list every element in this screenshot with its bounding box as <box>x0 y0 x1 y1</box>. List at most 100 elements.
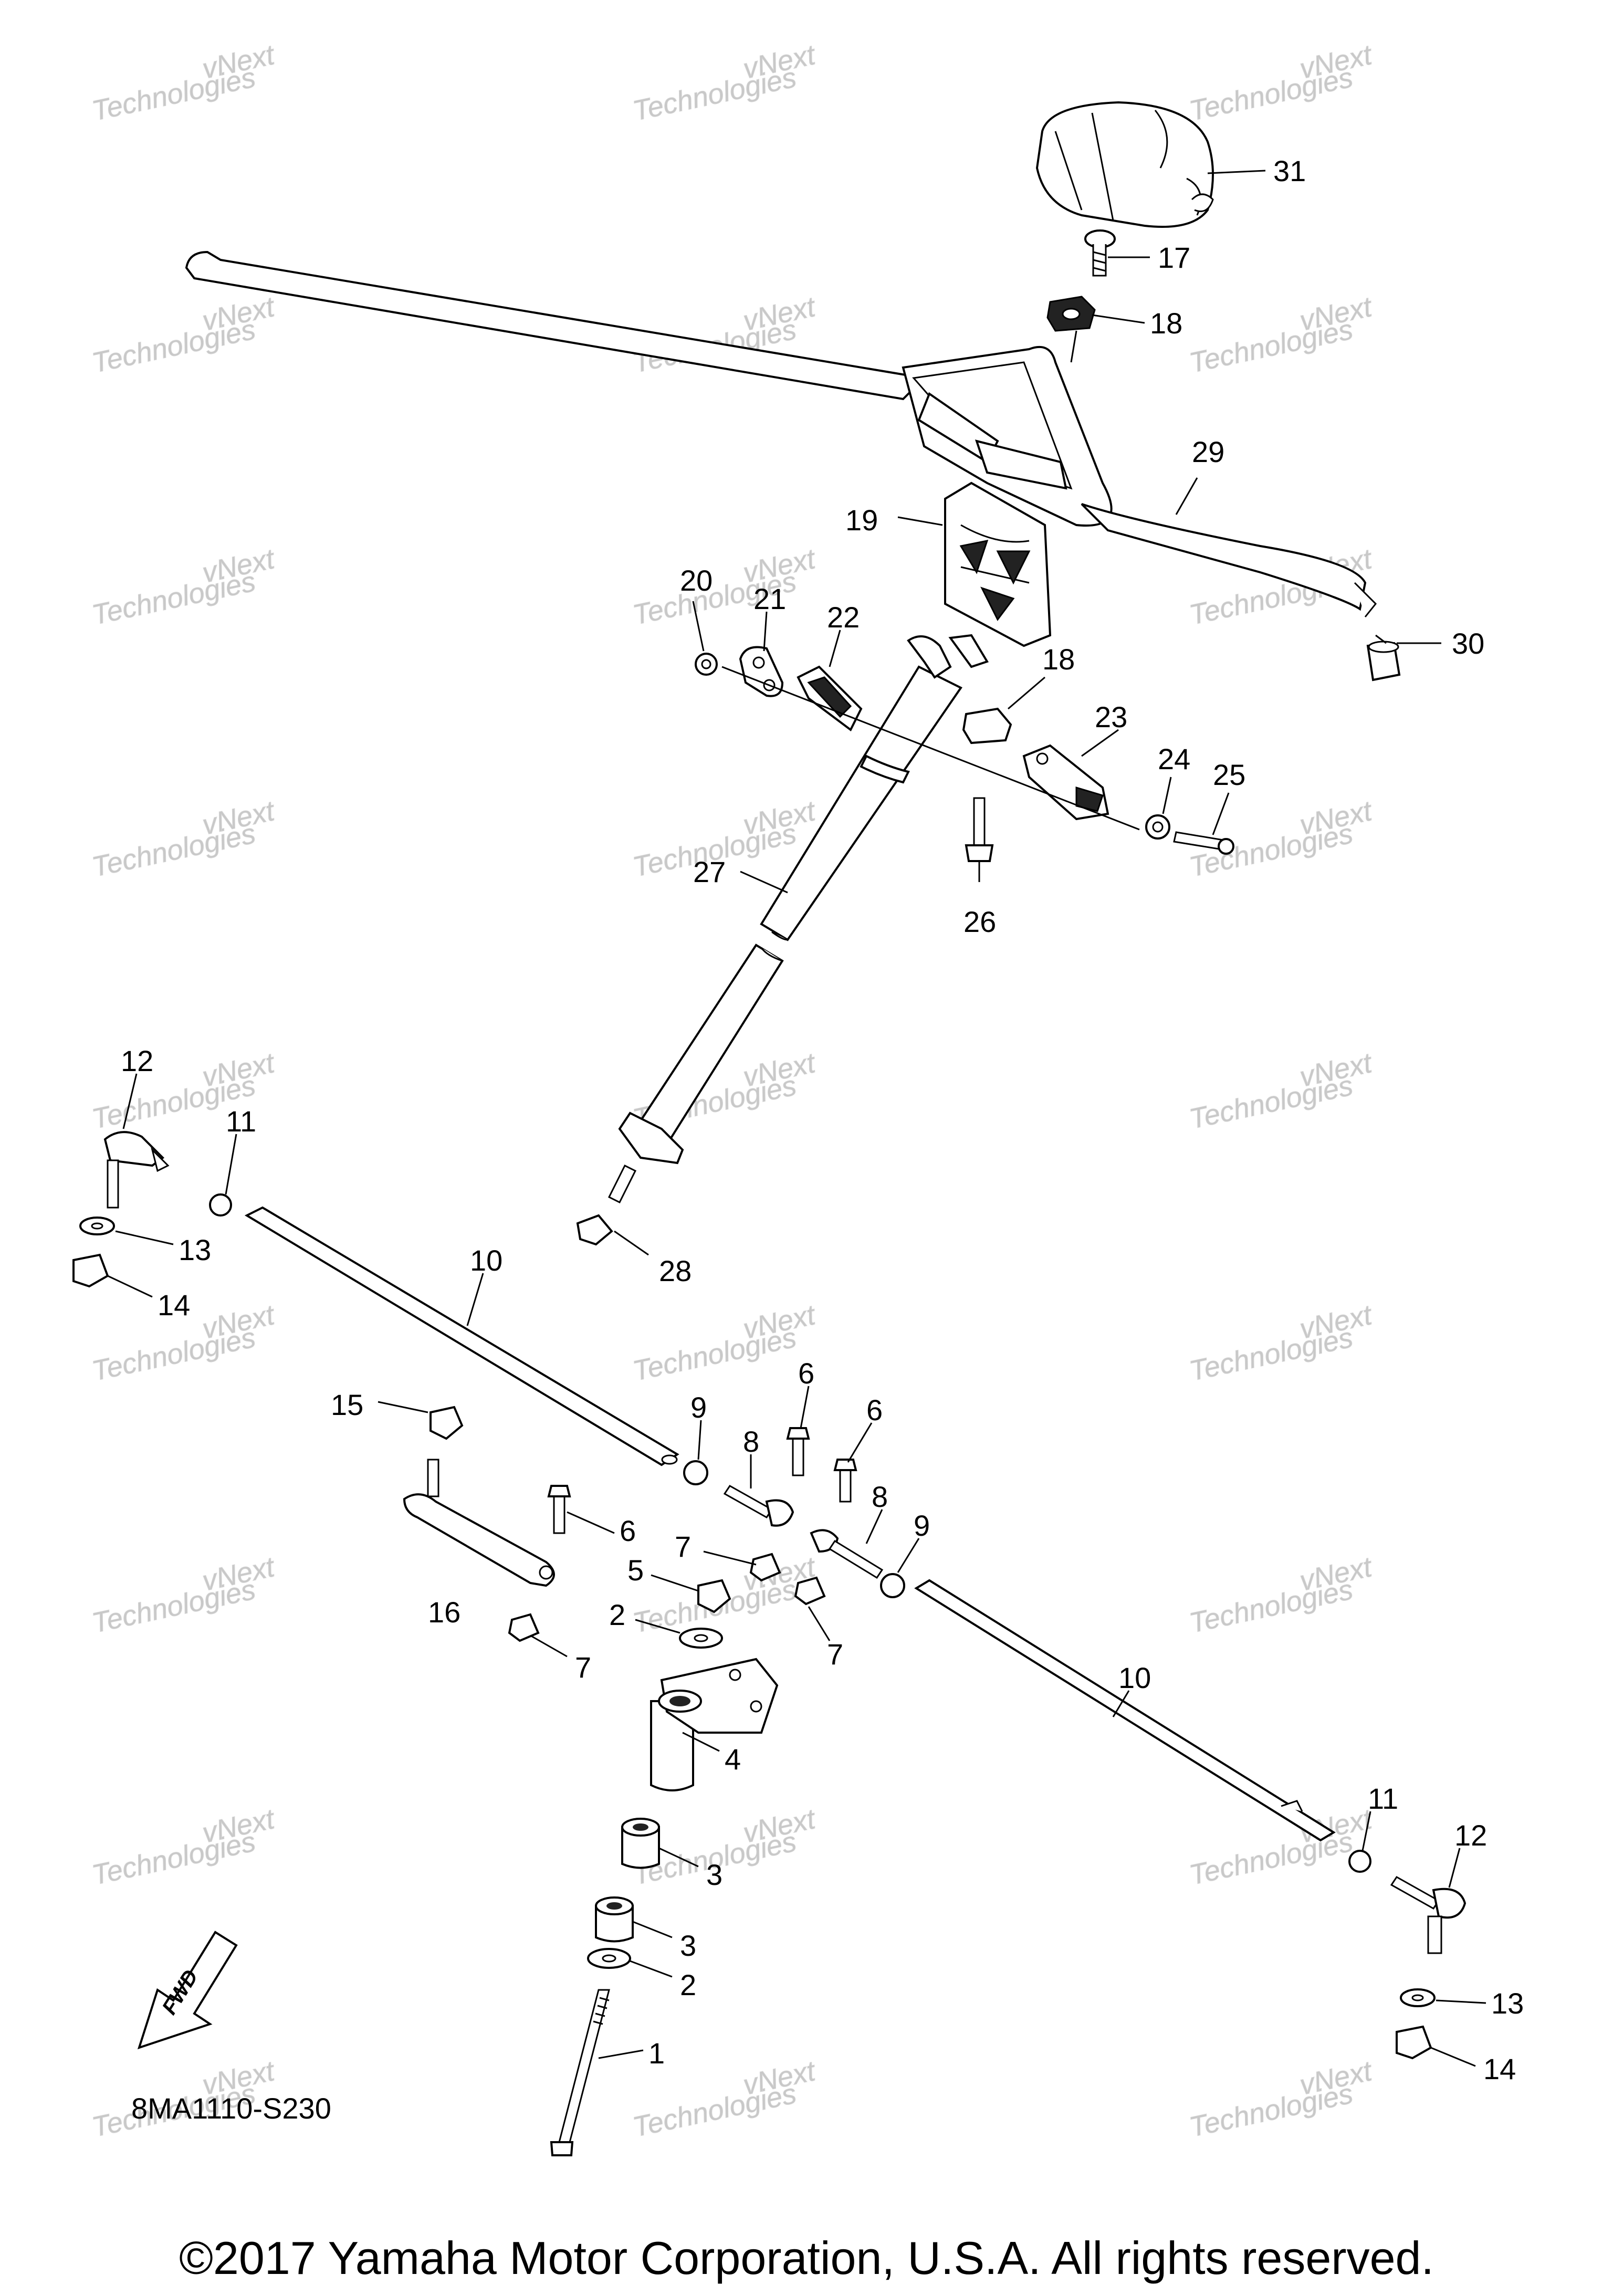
clamp-part-18-lower <box>962 707 1012 745</box>
watermark-line-2: Technologies <box>89 817 258 883</box>
tie-rod-part-10-right <box>914 1579 1336 1842</box>
watermark-line-2: Technologies <box>630 61 799 127</box>
bushing-part-3-upper <box>621 1818 660 1869</box>
callout-16: 16 <box>428 1596 460 1629</box>
nut-part-15 <box>430 1406 464 1440</box>
callout-26: 26 <box>963 905 996 938</box>
handlebar-cover-part-31 <box>1035 101 1214 228</box>
callout-20: 20 <box>680 564 713 597</box>
watermark-line-2: Technologies <box>1187 1070 1356 1135</box>
watermark-line-2: Technologies <box>1187 817 1356 883</box>
nut-part-9-left <box>683 1460 708 1485</box>
callout-3-lower: 3 <box>680 1929 696 1962</box>
handlebar-holder-part-19 <box>944 481 1052 647</box>
bolt-part-25 <box>1173 831 1234 855</box>
callout-14-right: 14 <box>1483 2052 1516 2085</box>
watermark-line-2: Technologies <box>1187 61 1356 127</box>
watermark-line-2: Technologies <box>1187 1574 1356 1639</box>
callout-9-right: 9 <box>914 1509 930 1542</box>
link-part-21 <box>739 646 784 697</box>
bolt-part-6-b <box>833 1459 857 1503</box>
bushing-part-3-lower <box>595 1896 634 1943</box>
nut-part-11-left <box>209 1193 232 1217</box>
clamp-part-18-upper <box>1046 296 1096 332</box>
callout-6-c: 6 <box>620 1514 636 1547</box>
callout-17: 17 <box>1158 241 1190 274</box>
callout-14-left: 14 <box>158 1288 190 1322</box>
nut-part-28 <box>576 1214 613 1246</box>
callout-2-lower: 2 <box>680 1968 696 2001</box>
bolt-part-6-c <box>547 1485 571 1534</box>
callout-19: 19 <box>845 504 878 537</box>
watermark-line-2: Technologies <box>89 313 258 379</box>
callout-12-left: 12 <box>121 1044 153 1077</box>
nut-part-7-c <box>508 1613 540 1642</box>
copyright-text: ©2017 Yamaha Motor Corporation, U.S.A. A… <box>179 2232 1434 2284</box>
watermark-line-2: Technologies <box>89 1826 258 1891</box>
callout-9-left: 9 <box>690 1391 707 1424</box>
nut-part-5 <box>697 1579 731 1613</box>
callout-29: 29 <box>1192 435 1224 468</box>
washer-part-2-upper <box>679 1628 723 1649</box>
watermark-line-2: Technologies <box>1187 1322 1356 1387</box>
callout-13-left: 13 <box>179 1233 211 1266</box>
callout-6-b: 6 <box>866 1393 883 1427</box>
bolt-part-1 <box>550 1989 610 2156</box>
callout-7-b: 7 <box>827 1638 843 1671</box>
ball-joint-part-8-right <box>810 1529 884 1579</box>
callout-30: 30 <box>1452 627 1484 660</box>
nut-part-7-a <box>749 1553 781 1582</box>
callout-22: 22 <box>827 601 860 634</box>
callout-8-left: 8 <box>743 1425 759 1458</box>
callout-11-left: 11 <box>226 1105 256 1138</box>
callout-6-a: 6 <box>798 1357 814 1390</box>
nut-part-9-right <box>880 1573 905 1598</box>
watermark-line-2: Technologies <box>630 2078 799 2143</box>
callout-10-right: 10 <box>1118 1661 1151 1694</box>
callout-27: 27 <box>693 855 726 888</box>
watermark-line-2: Technologies <box>89 1574 258 1639</box>
callout-7-a: 7 <box>675 1530 691 1563</box>
callout-15: 15 <box>331 1388 363 1421</box>
nut-part-24 <box>1145 814 1170 840</box>
washer-part-13-right <box>1400 1988 1436 2007</box>
link-rod-part-16 <box>403 1459 555 1587</box>
callout-5: 5 <box>627 1554 644 1587</box>
callout-labels: 31 17 18 29 19 20 21 22 18 23 24 25 26 2… <box>121 154 1524 2085</box>
callout-7-c: 7 <box>575 1651 591 1684</box>
callout-25: 25 <box>1213 758 1245 791</box>
callout-10-left: 10 <box>470 1244 502 1277</box>
nut-part-14-left <box>72 1253 109 1288</box>
clamp-part-22 <box>797 665 863 732</box>
callout-18-lower: 18 <box>1042 643 1075 676</box>
nut-part-20 <box>695 653 718 676</box>
callout-31: 31 <box>1273 154 1306 187</box>
callout-4: 4 <box>725 1743 741 1776</box>
callout-24: 24 <box>1158 742 1190 775</box>
part-code: 8MA1110-S230 <box>131 2092 331 2125</box>
fwd-arrow-icon: FWD <box>137 1931 238 2050</box>
watermark-line-2: Technologies <box>89 565 258 631</box>
washer-part-13-left <box>79 1217 115 1235</box>
nut-part-11-right <box>1348 1850 1371 1873</box>
nut-part-14-right <box>1396 2025 1432 2060</box>
leader-lines <box>107 170 1486 2067</box>
watermark-line-2: Technologies <box>630 1322 799 1387</box>
callout-28: 28 <box>659 1254 692 1287</box>
callout-21: 21 <box>753 582 786 615</box>
tie-rod-part-10-left <box>244 1206 679 1466</box>
callout-12-right: 12 <box>1454 1819 1487 1852</box>
callout-1: 1 <box>648 2037 665 2070</box>
watermark-line-2: Technologies <box>89 61 258 127</box>
steering-column-part-27 <box>608 634 989 1204</box>
bolt-part-26 <box>965 797 994 862</box>
nut-part-7-b <box>794 1576 826 1606</box>
callout-8-right: 8 <box>872 1480 888 1513</box>
grip-end-part-30 <box>1366 641 1401 682</box>
callout-2-upper: 2 <box>609 1598 625 1631</box>
steering-arm-part-4 <box>650 1658 779 1791</box>
bolt-axis-line <box>721 666 1140 831</box>
washer-part-2-lower <box>587 1948 631 1969</box>
callout-18-upper: 18 <box>1150 307 1182 340</box>
